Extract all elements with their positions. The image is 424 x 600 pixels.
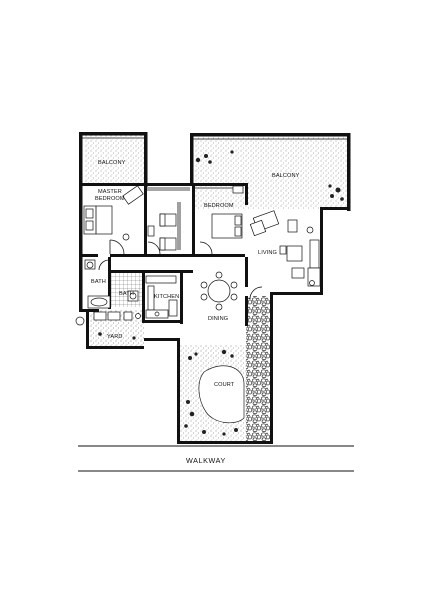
- label-yard: YARD: [107, 334, 123, 340]
- bath-fixtures: [84, 259, 139, 309]
- door-swings: [98, 239, 263, 300]
- label-balcony-right: BALCONY: [272, 173, 300, 179]
- balcony-right-floor: [194, 137, 348, 209]
- label-court: COURT: [214, 382, 235, 388]
- label-balcony-left: BALCONY: [98, 160, 126, 166]
- dining-set: [200, 271, 238, 311]
- label-living: LIVING: [258, 250, 277, 256]
- court-lawn: [198, 365, 245, 424]
- plants: [98, 150, 344, 436]
- label-bath2: BATH: [119, 291, 134, 297]
- yard-fixtures: [75, 311, 141, 326]
- kitchen-fixtures: [145, 275, 178, 319]
- label-bedroom: BEDROOM: [204, 203, 234, 209]
- label-walkway: WALKWAY: [186, 456, 226, 465]
- pebble-path: [246, 296, 271, 442]
- balcony-left-floor: [84, 135, 144, 185]
- label-kitchen: KITCHEN: [154, 294, 179, 300]
- window-lines: [82, 137, 347, 250]
- living-furniture: [249, 210, 321, 287]
- master-closet: [122, 185, 144, 205]
- label-bath: BATH: [91, 279, 106, 285]
- master-bed: [83, 205, 113, 235]
- label-master-line2: BEDROOM: [95, 196, 125, 202]
- bedroom-bed: [211, 185, 244, 239]
- master-lamp: [122, 233, 130, 241]
- label-master-line1: MASTER: [98, 189, 122, 195]
- label-dining: DINING: [208, 316, 228, 322]
- twin-beds: [147, 213, 177, 251]
- exterior-walls: [79, 132, 351, 444]
- bath-floor: [110, 273, 142, 307]
